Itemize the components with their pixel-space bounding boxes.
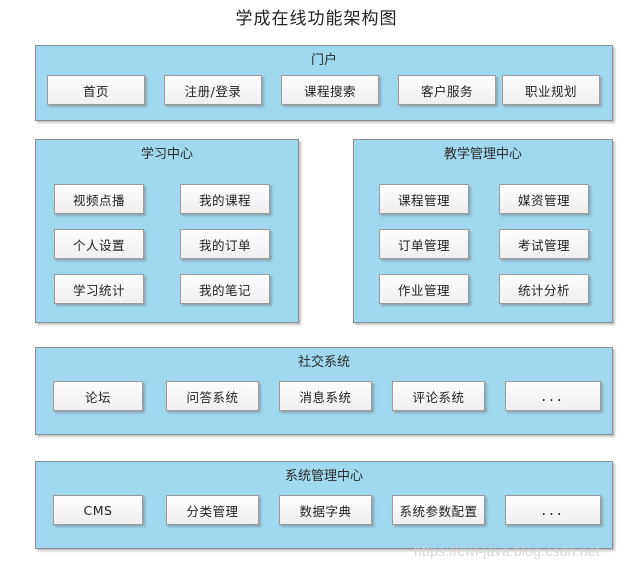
node-teaching-media-management[interactable]: 媒资管理 bbox=[499, 184, 589, 214]
node-social-comment-system[interactable]: 评论系统 bbox=[392, 381, 485, 411]
node-teaching-order-management[interactable]: 订单管理 bbox=[379, 229, 469, 259]
node-sysmgmt-cms[interactable]: CMS bbox=[53, 495, 143, 525]
group-title-portal: 门户 bbox=[310, 53, 337, 68]
node-portal-home[interactable]: 首页 bbox=[47, 75, 145, 105]
node-learning-my-notes[interactable]: 我的笔记 bbox=[180, 274, 270, 304]
node-learning-my-orders[interactable]: 我的订单 bbox=[180, 229, 270, 259]
group-panel-portal: 门户 首页 注册/登录 课程搜索 客户服务 职业规划 bbox=[35, 45, 613, 121]
group-title-teaching-management-center: 教学管理中心 bbox=[443, 147, 522, 162]
node-learning-video-on-demand[interactable]: 视频点播 bbox=[54, 184, 144, 214]
node-portal-register-login[interactable]: 注册/登录 bbox=[164, 75, 262, 105]
group-title-learning-center: 学习中心 bbox=[140, 147, 193, 162]
node-teaching-exam-management[interactable]: 考试管理 bbox=[499, 229, 589, 259]
node-learning-personal-settings[interactable]: 个人设置 bbox=[54, 229, 144, 259]
node-sysmgmt-system-parameter-config[interactable]: 系统参数配置 bbox=[392, 495, 485, 525]
node-social-message-system[interactable]: 消息系统 bbox=[279, 381, 372, 411]
node-portal-career-planning[interactable]: 职业规划 bbox=[502, 75, 600, 105]
node-social-forum[interactable]: 论坛 bbox=[53, 381, 143, 411]
group-panel-teaching-management-center: 教学管理中心 课程管理 媒资管理 订单管理 考试管理 作业管理 统计分析 bbox=[353, 139, 613, 323]
group-title-system-management-center: 系统管理中心 bbox=[284, 469, 363, 484]
node-teaching-statistical-analysis[interactable]: 统计分析 bbox=[499, 274, 589, 304]
node-sysmgmt-category-management[interactable]: 分类管理 bbox=[166, 495, 259, 525]
group-panel-learning-center: 学习中心 视频点播 我的课程 个人设置 我的订单 学习统计 我的笔记 bbox=[35, 139, 299, 323]
node-portal-course-search[interactable]: 课程搜索 bbox=[281, 75, 379, 105]
node-sysmgmt-data-dictionary[interactable]: 数据字典 bbox=[279, 495, 372, 525]
group-panel-social-system: 社交系统 论坛 问答系统 消息系统 评论系统 ... bbox=[35, 347, 613, 435]
node-teaching-course-management[interactable]: 课程管理 bbox=[379, 184, 469, 214]
node-social-more[interactable]: ... bbox=[505, 381, 601, 411]
page-title: 学成在线功能架构图 bbox=[235, 9, 398, 29]
group-panel-system-management-center: 系统管理中心 CMS 分类管理 数据字典 系统参数配置 ... bbox=[35, 461, 613, 549]
node-teaching-homework-management[interactable]: 作业管理 bbox=[379, 274, 469, 304]
watermark-url: https://cwl-java.blog.csdn.net bbox=[414, 543, 600, 559]
node-portal-customer-service[interactable]: 客户服务 bbox=[398, 75, 496, 105]
group-title-social-system: 社交系统 bbox=[297, 355, 350, 370]
node-learning-my-courses[interactable]: 我的课程 bbox=[180, 184, 270, 214]
node-sysmgmt-more[interactable]: ... bbox=[505, 495, 601, 525]
node-learning-study-statistics[interactable]: 学习统计 bbox=[54, 274, 144, 304]
node-social-qa-system[interactable]: 问答系统 bbox=[166, 381, 259, 411]
